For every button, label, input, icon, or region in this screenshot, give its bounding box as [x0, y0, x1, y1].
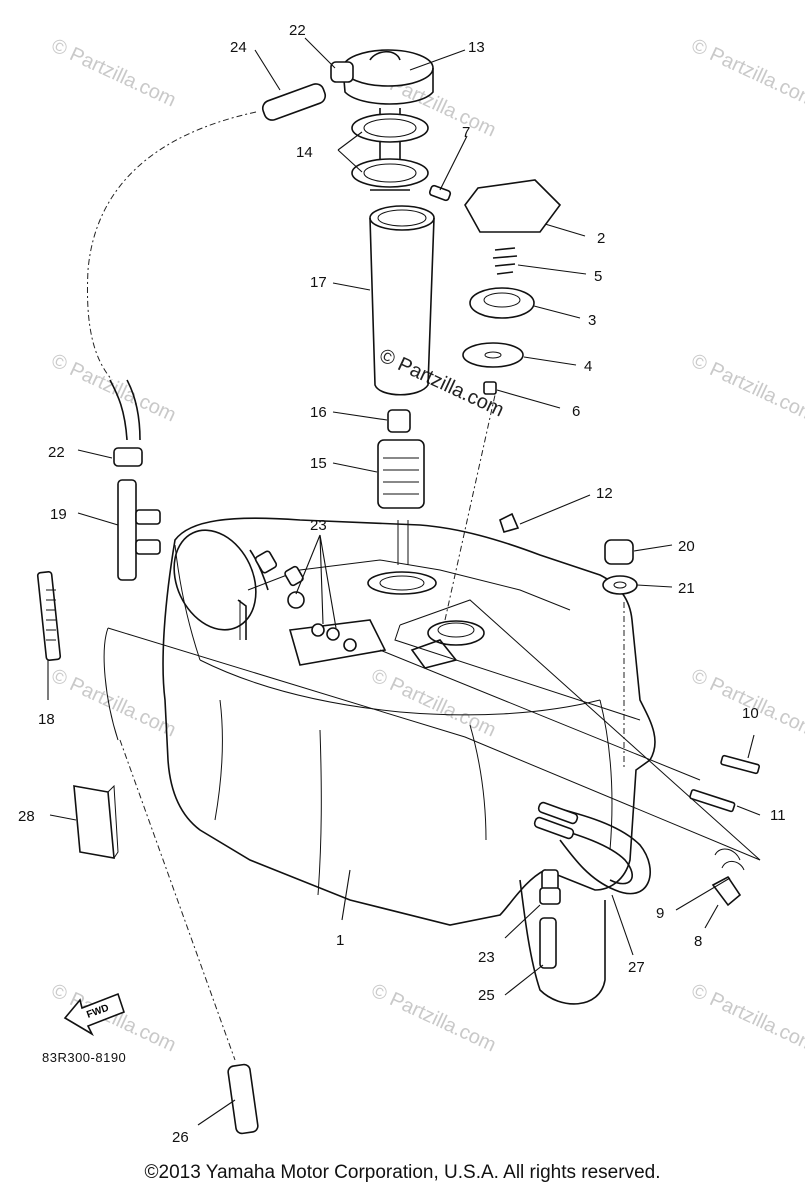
callout-10: 10 [742, 705, 759, 722]
watermark: © Partzilla.com [368, 665, 499, 742]
callout-27: 27 [628, 959, 645, 976]
callout-28: 28 [18, 808, 35, 825]
callout-25: 25 [478, 987, 495, 1004]
callout-6: 6 [572, 403, 580, 420]
callout-20: 20 [678, 538, 695, 555]
callout-14: 14 [296, 144, 313, 161]
leader-lines [47, 37, 761, 1126]
callout-13: 13 [468, 39, 485, 56]
diagram-code: 83R300-8190 [42, 1050, 126, 1065]
callout-16: 16 [310, 404, 327, 421]
callout-15: 15 [310, 455, 327, 472]
filter-assembly [377, 409, 425, 565]
callout-1: 1 [336, 932, 344, 949]
callout-21: 21 [678, 580, 695, 597]
watermark: © Partzilla.com [688, 35, 805, 112]
callout-3: 3 [588, 312, 596, 329]
lower-fittings [539, 869, 561, 969]
callout-7: 7 [462, 124, 470, 141]
grommets [499, 512, 638, 595]
callout-8: 8 [694, 933, 702, 950]
watermark: © Partzilla.com [48, 35, 179, 112]
sensor-parts [428, 179, 562, 395]
callout-26: 26 [172, 1129, 189, 1146]
callout-labels: 1 2 3 4 5 6 7 8 9 10 11 12 13 14 15 16 1… [18, 22, 786, 1146]
callout-22-left: 22 [48, 444, 65, 461]
copyright-notice: ©2013 Yamaha Motor Corporation, U.S.A. A… [144, 1162, 661, 1183]
callout-9: 9 [656, 905, 664, 922]
watermark: © Partzilla.com [688, 980, 805, 1057]
hose-26 [119, 739, 259, 1135]
vent-hose [86, 61, 354, 581]
oil-tank [162, 517, 656, 926]
callout-18: 18 [38, 711, 55, 728]
bolts [689, 754, 760, 907]
callout-23-lower: 23 [478, 949, 495, 966]
mounting-frame-lines [103, 394, 761, 861]
callout-22-top: 22 [289, 22, 306, 39]
pad-28 [73, 784, 119, 859]
callout-17: 17 [310, 274, 327, 291]
callout-11: 11 [770, 807, 786, 824]
callout-4: 4 [584, 358, 592, 375]
callout-12: 12 [596, 485, 613, 502]
tie-strap-18 [36, 571, 62, 661]
callout-24: 24 [230, 39, 247, 56]
callout-5: 5 [594, 268, 602, 285]
hose-27 [519, 801, 651, 1005]
callout-2: 2 [597, 230, 605, 247]
watermark: © Partzilla.com [688, 665, 805, 742]
filler-cap-assembly [342, 49, 435, 396]
callout-19: 19 [50, 506, 67, 523]
watermark: © Partzilla.com [688, 350, 805, 427]
callout-23-upper: 23 [310, 517, 327, 534]
watermark: © Partzilla.com [48, 665, 179, 742]
fwd-arrow: FWD [63, 992, 125, 1037]
